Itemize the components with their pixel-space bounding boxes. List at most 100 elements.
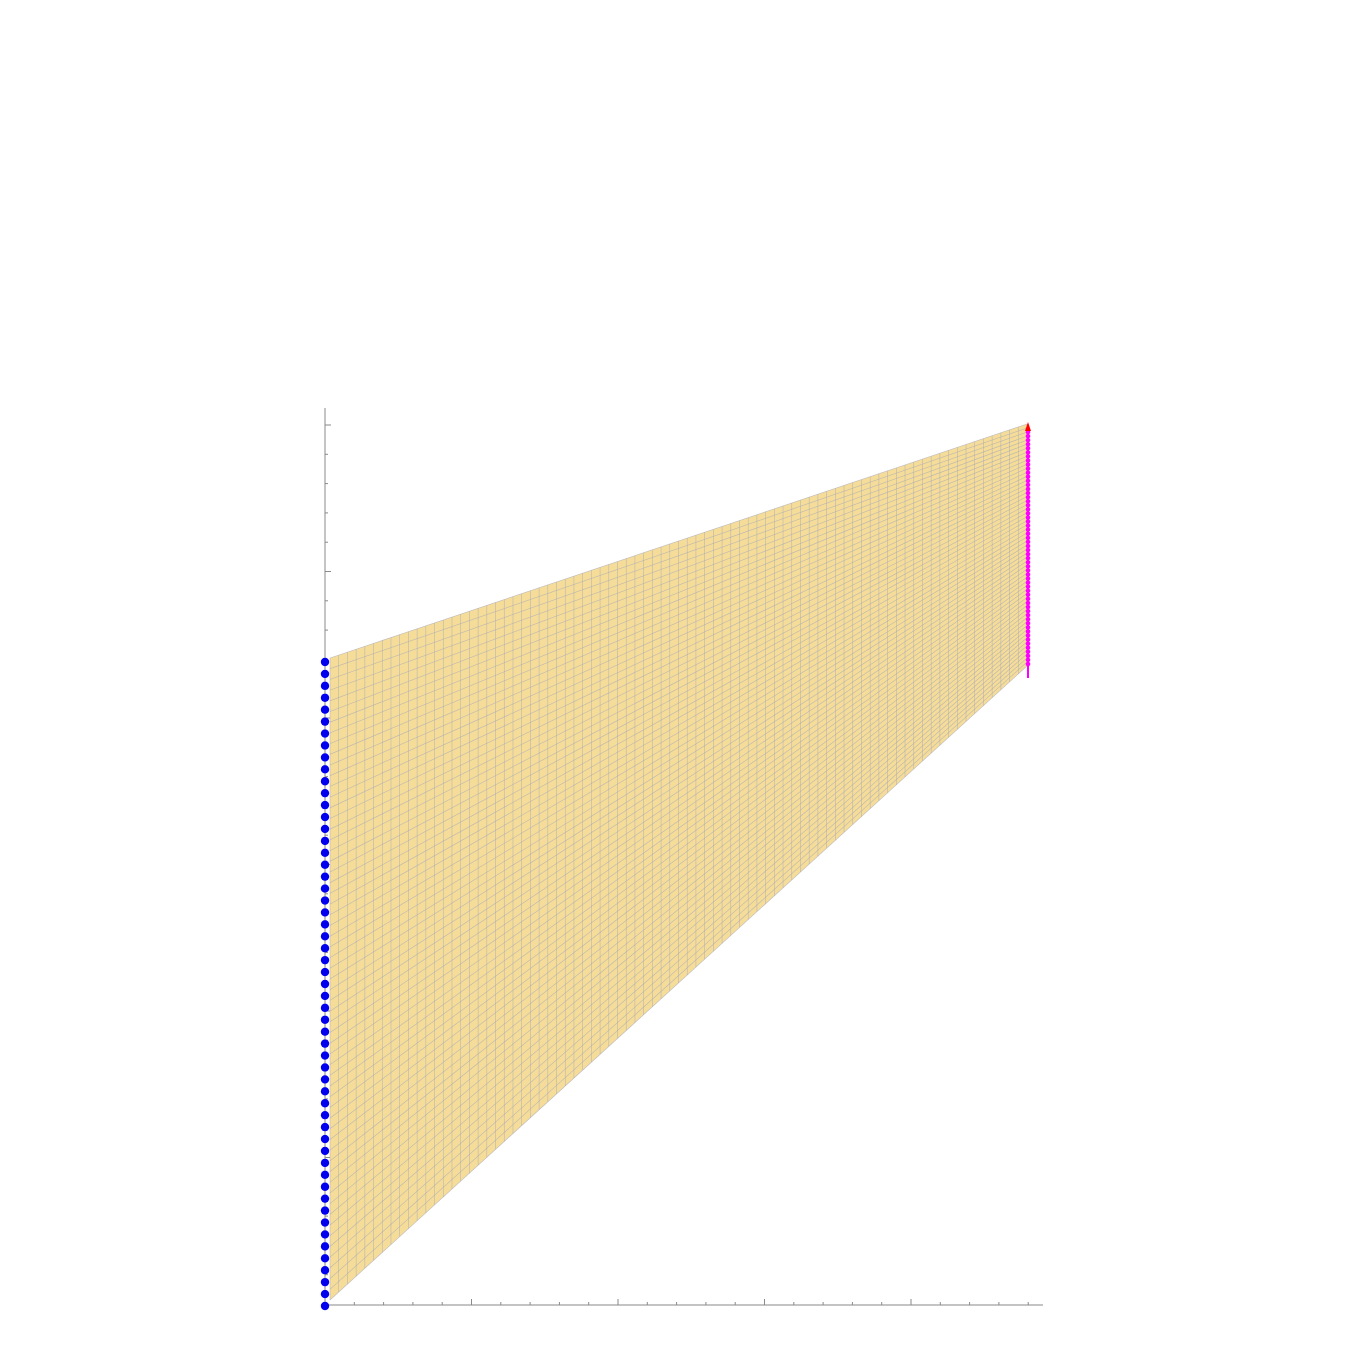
mesh-line-horizontal bbox=[329, 572, 1028, 1055]
left-edge-point bbox=[320, 1003, 330, 1013]
x-axis-ticks bbox=[324, 1299, 1029, 1305]
mesh-line-horizontal bbox=[329, 560, 1028, 1023]
left-edge-point bbox=[320, 705, 330, 714]
left-edge-point bbox=[320, 788, 330, 798]
right-edge-point bbox=[1025, 523, 1031, 528]
mesh-line-horizontal bbox=[329, 455, 1028, 744]
right-edge-point bbox=[1025, 612, 1031, 618]
mesh-line-horizontal bbox=[329, 564, 1028, 1033]
left-edge-point bbox=[320, 1266, 330, 1275]
mesh-line-horizontal bbox=[329, 508, 1028, 883]
mesh-line-horizontal bbox=[329, 597, 1028, 1119]
mesh-line-horizontal bbox=[329, 633, 1028, 1215]
left-edge-point bbox=[320, 967, 330, 977]
left-edge-point bbox=[320, 1194, 330, 1203]
right-edge-point bbox=[1025, 576, 1031, 581]
mesh-line-horizontal bbox=[329, 464, 1028, 766]
right-edge-point bbox=[1025, 478, 1031, 484]
mesh-line-horizontal bbox=[329, 641, 1028, 1237]
right-edge-point bbox=[1025, 564, 1031, 569]
left-edge-point bbox=[320, 1039, 330, 1048]
left-edge-point bbox=[320, 1289, 330, 1299]
mesh-line-horizontal bbox=[329, 484, 1028, 819]
left-edge-point bbox=[320, 1015, 330, 1024]
right-edge-point bbox=[1025, 445, 1031, 451]
left-edge-point bbox=[320, 955, 330, 965]
right-edge-point bbox=[1025, 633, 1031, 638]
mesh-line-horizontal bbox=[329, 625, 1028, 1194]
left-edge-point bbox=[320, 729, 330, 738]
mesh-line-horizontal bbox=[329, 476, 1028, 798]
right-edge-point bbox=[1025, 482, 1031, 488]
right-edge-point bbox=[1025, 596, 1031, 602]
mesh-line-horizontal bbox=[329, 629, 1028, 1204]
left-edge-point bbox=[320, 1099, 330, 1108]
mesh-line-horizontal bbox=[329, 460, 1028, 755]
mesh-line-horizontal bbox=[329, 544, 1028, 980]
left-edge-point bbox=[320, 1087, 330, 1096]
right-edge-point bbox=[1025, 555, 1031, 561]
mesh-line-horizontal bbox=[329, 645, 1028, 1247]
right-edge-point bbox=[1025, 470, 1031, 476]
right-edge-point bbox=[1025, 535, 1031, 541]
right-edge-point bbox=[1025, 572, 1031, 577]
right-edge-point bbox=[1025, 519, 1031, 524]
left-edge-point bbox=[320, 812, 330, 822]
mesh-line-horizontal bbox=[329, 581, 1028, 1076]
right-edge-point bbox=[1025, 511, 1031, 516]
left-edge-point bbox=[320, 741, 330, 750]
left-edge-point bbox=[320, 932, 330, 941]
left-edge-point bbox=[320, 765, 330, 774]
mesh-line-horizontal bbox=[329, 496, 1028, 851]
right-edge-point bbox=[1025, 653, 1031, 659]
left-edge-point bbox=[320, 1146, 330, 1156]
left-edge-point bbox=[320, 1230, 330, 1239]
left-edge-point bbox=[320, 753, 330, 762]
right-edge-point bbox=[1025, 592, 1031, 598]
right-edge-point bbox=[1025, 507, 1031, 512]
right-edge-point bbox=[1025, 551, 1031, 557]
right-edge-point bbox=[1025, 498, 1031, 504]
left-edge-point bbox=[320, 657, 330, 667]
left-edge-point bbox=[320, 991, 330, 1001]
left-edge-point bbox=[320, 693, 330, 702]
mesh-line-horizontal bbox=[329, 637, 1028, 1226]
left-edge-point bbox=[320, 800, 330, 810]
mesh-line-horizontal bbox=[329, 657, 1028, 1279]
left-edge-point bbox=[320, 1218, 330, 1227]
mesh-line-horizontal bbox=[329, 552, 1028, 1001]
right-edge-point bbox=[1025, 629, 1031, 634]
mesh-line-horizontal bbox=[329, 653, 1028, 1269]
left-edge-point bbox=[320, 1134, 330, 1144]
right-edge-point bbox=[1025, 608, 1031, 614]
mesh-line-horizontal bbox=[329, 585, 1028, 1087]
left-edge-point bbox=[320, 1075, 330, 1084]
mesh-line-horizontal bbox=[329, 568, 1028, 1044]
mesh-line-horizontal bbox=[329, 536, 1028, 958]
left-edge-point bbox=[320, 836, 330, 846]
right-edge-point bbox=[1025, 641, 1031, 646]
left-edge-point bbox=[320, 1206, 330, 1215]
mesh-line-horizontal bbox=[329, 492, 1028, 841]
mesh-line-horizontal bbox=[329, 488, 1028, 830]
right-edge-point bbox=[1025, 441, 1031, 447]
mesh-line-horizontal bbox=[329, 427, 1028, 669]
mesh-line-horizontal bbox=[329, 512, 1028, 894]
mesh-line-horizontal bbox=[329, 661, 1028, 1290]
right-edge-point bbox=[1025, 625, 1031, 630]
right-edge-point bbox=[1025, 462, 1031, 467]
left-edge-point bbox=[320, 1242, 330, 1251]
left-edge-point bbox=[320, 908, 330, 917]
right-edge-point bbox=[1025, 637, 1031, 642]
right-edge-point bbox=[1025, 661, 1031, 667]
right-edge-point bbox=[1025, 502, 1031, 508]
left-edge-point bbox=[320, 717, 330, 726]
left-edge-point bbox=[320, 920, 330, 929]
left-edge-point bbox=[320, 1051, 330, 1060]
mesh-line-horizontal bbox=[329, 548, 1028, 990]
left-edge-point bbox=[320, 1170, 330, 1180]
right-edge-point bbox=[1025, 450, 1031, 455]
left-edge-point bbox=[320, 979, 330, 989]
mesh-line-horizontal bbox=[329, 528, 1028, 937]
right-edge-point bbox=[1025, 588, 1031, 594]
